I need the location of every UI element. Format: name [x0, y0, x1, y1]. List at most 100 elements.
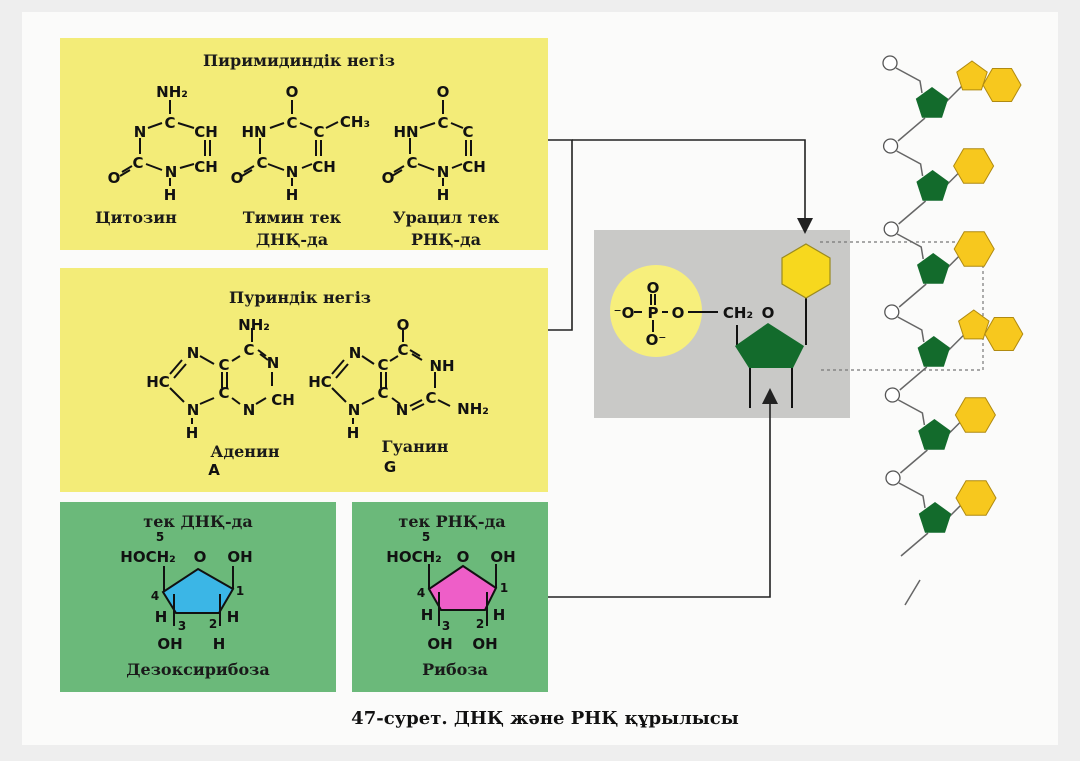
svg-text:N: N — [243, 401, 256, 419]
svg-text:C: C — [218, 356, 229, 374]
svg-text:CH₂: CH₂ — [723, 304, 753, 322]
svg-text:O: O — [286, 83, 299, 101]
purine-panel — [60, 268, 548, 492]
svg-text:CH: CH — [271, 391, 295, 409]
ribose-label: Рибоза — [422, 660, 488, 679]
backbone-end — [904, 579, 921, 606]
svg-text:HOCH₂: HOCH₂ — [120, 548, 175, 566]
svg-text:HN: HN — [393, 123, 418, 141]
sugar-pentagon — [735, 323, 804, 368]
ribose-header: тек РНҚ-да — [398, 512, 505, 531]
svg-text:C: C — [313, 123, 324, 141]
svg-text:2: 2 — [209, 617, 217, 631]
svg-text:H: H — [286, 186, 299, 204]
backbone-link — [898, 283, 927, 308]
backbone-link — [898, 482, 926, 509]
svg-text:O⁻: O⁻ — [646, 331, 667, 349]
svg-text:C: C — [437, 114, 448, 132]
svg-text:HC: HC — [146, 373, 170, 391]
adenine-letter: A — [208, 461, 220, 479]
cytosine-label: Цитозин — [95, 208, 177, 227]
svg-text:H: H — [227, 608, 240, 626]
guanine-letter: G — [384, 458, 396, 476]
svg-text:5: 5 — [156, 530, 164, 544]
svg-text:NH₂: NH₂ — [156, 83, 188, 101]
svg-text:NH: NH — [429, 357, 454, 375]
thymine-label: Тимин тек — [243, 208, 342, 227]
adenine-label: Аденин — [210, 442, 279, 461]
svg-text:4: 4 — [417, 586, 425, 600]
sugar-pentagon — [916, 170, 949, 201]
svg-text:H: H — [164, 186, 177, 204]
svg-text:O: O — [397, 316, 410, 334]
svg-text:CH: CH — [312, 158, 336, 176]
svg-text:N: N — [396, 401, 409, 419]
svg-text:H: H — [213, 635, 226, 653]
pyrimidine-hexagon — [955, 480, 997, 516]
deoxyribose-label: Дезоксирибоза — [126, 660, 269, 679]
cytosine-structure: NH₂ C N CH C N CH O H Цитозин — [95, 83, 218, 227]
svg-text:4: 4 — [151, 589, 159, 603]
svg-text:N: N — [286, 163, 299, 181]
svg-text:H: H — [155, 608, 168, 626]
backbone-link — [898, 200, 927, 225]
svg-text:CH: CH — [462, 158, 486, 176]
svg-text:O: O — [672, 304, 685, 322]
ribose-structure: тек РНҚ-да 5 HOCH₂ O OH 4 1 H H 3 2 OH O… — [386, 512, 515, 679]
uracil-label: Урацил тек — [393, 208, 500, 227]
sugar-pentagon — [915, 87, 949, 118]
base-hexagon — [781, 243, 831, 299]
svg-text:OH: OH — [157, 635, 182, 653]
svg-text:H: H — [437, 186, 450, 204]
deoxyribose-structure: тек ДНҚ-да 5 HOCH₂ O OH 4 1 H H 3 2 OH H… — [120, 512, 269, 679]
phosphate-circle — [882, 55, 898, 71]
connector-lines — [548, 139, 984, 598]
backbone-link — [899, 449, 928, 474]
svg-text:H: H — [347, 424, 360, 442]
sugar-pentagon — [917, 336, 950, 367]
svg-text:HOCH₂: HOCH₂ — [386, 548, 441, 566]
svg-text:C: C — [397, 341, 408, 359]
sugar-pentagon — [918, 502, 952, 533]
svg-text:C: C — [377, 384, 388, 402]
svg-text:N: N — [187, 401, 200, 419]
svg-text:N: N — [165, 163, 178, 181]
backbone-link — [895, 67, 923, 94]
backbone-link — [898, 399, 926, 426]
adenine-structure: NH₂ N C N HC C C N N CH H Аденин A — [146, 316, 295, 479]
purine-hexagon — [982, 68, 1022, 102]
svg-text:OH: OH — [472, 635, 497, 653]
purine-title: Пуриндік негіз — [229, 288, 371, 307]
svg-text:3: 3 — [178, 619, 186, 633]
svg-text:O: O — [231, 169, 244, 187]
svg-text:P: P — [648, 304, 659, 322]
svg-text:H: H — [186, 424, 199, 442]
svg-text:O: O — [457, 548, 470, 566]
svg-text:N: N — [187, 344, 200, 362]
svg-text:C: C — [462, 123, 473, 141]
phosphate-circle — [882, 138, 899, 154]
backbone-link — [900, 532, 929, 557]
svg-text:C: C — [406, 154, 417, 172]
svg-text:O: O — [108, 169, 121, 187]
uracil-note: РНҚ-да — [411, 230, 481, 249]
svg-text:C: C — [132, 154, 143, 172]
figure-caption: 47-сурет. ДНҚ және РНҚ құрылысы — [351, 708, 739, 729]
nucleotide-structure: O ⁻O P O O⁻ CH₂ O — [610, 243, 831, 408]
svg-text:OH: OH — [427, 635, 452, 653]
svg-text:H: H — [493, 606, 506, 624]
backbone-link — [897, 117, 926, 142]
thymine-structure: O HN C C CH₃ O C N CH H Тимин тек ДНҚ-да — [231, 83, 370, 249]
backbone-link — [899, 366, 928, 391]
svg-text:CH: CH — [194, 158, 218, 176]
pyrimidine-title: Пиримидиндік негіз — [203, 51, 395, 70]
svg-text:C: C — [243, 341, 254, 359]
guanine-label: Гуанин — [382, 437, 449, 456]
phosphate-circle — [884, 304, 900, 320]
purine-pentagon — [958, 309, 990, 340]
svg-text:O: O — [647, 279, 660, 297]
svg-text:OH: OH — [490, 548, 515, 566]
ribose-ring — [427, 564, 498, 611]
svg-text:N: N — [267, 354, 280, 372]
